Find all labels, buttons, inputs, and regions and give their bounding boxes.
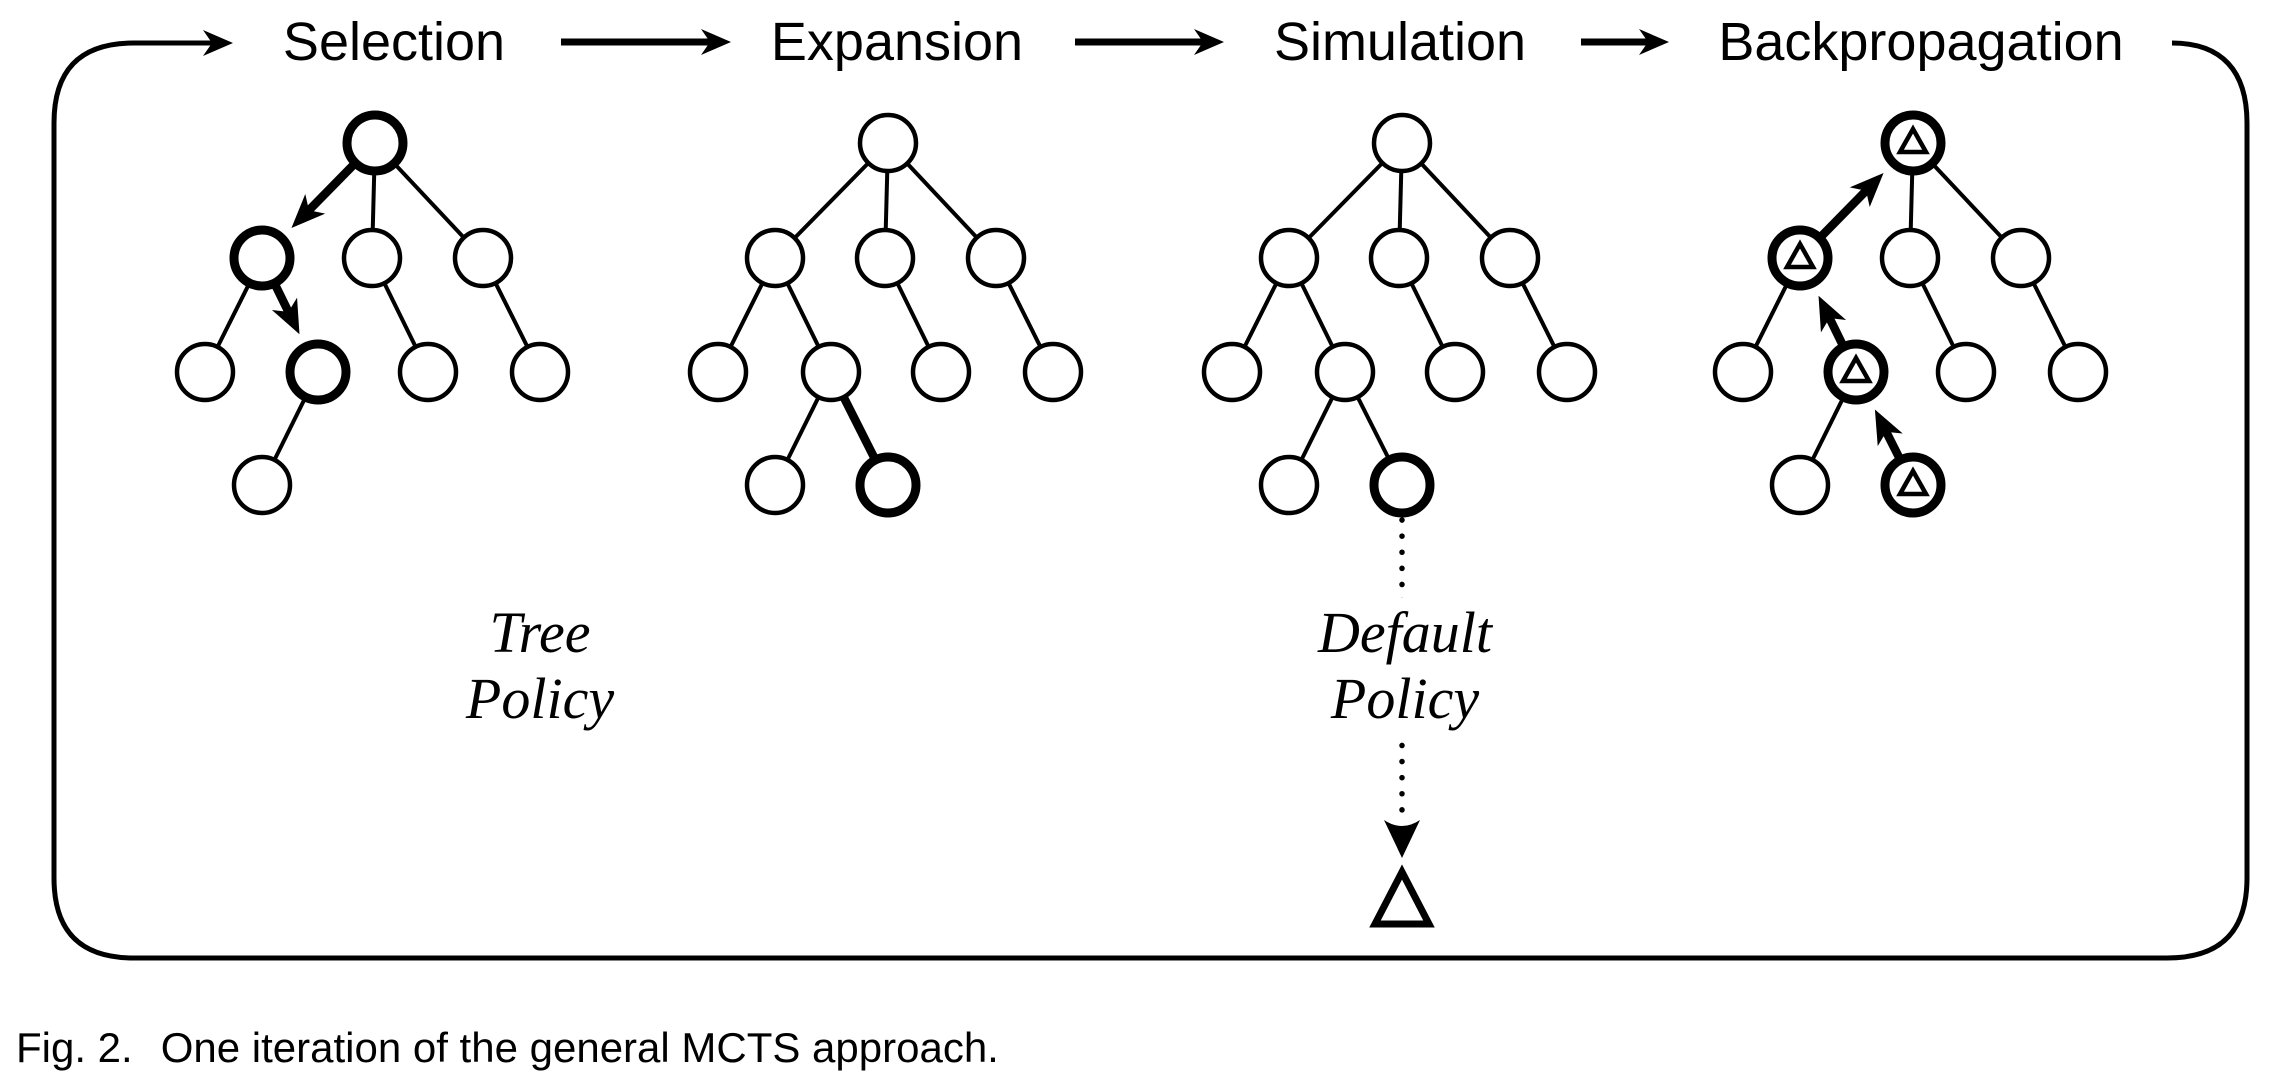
selection-edge-c0-g1-head	[271, 297, 300, 335]
backpropagation-node-h1	[1880, 452, 1946, 518]
loop-border	[51, 40, 2250, 961]
backpropagation-edge-c0-root-head	[1849, 172, 1884, 208]
backpropagation-node-g3	[2047, 341, 2109, 403]
expansion-node-h1	[855, 452, 921, 518]
expansion-node-c0	[744, 227, 806, 289]
expansion-node-g2	[910, 341, 972, 403]
backpropagation-edge-g1-c0	[1825, 316, 1847, 347]
expansion-node-g3	[1022, 341, 1084, 403]
terminal-state-triangle	[1369, 864, 1435, 928]
selection-node-g2	[397, 341, 459, 403]
expansion-node-c1	[854, 227, 916, 289]
expansion-node-c2	[965, 227, 1027, 289]
backpropagation-node-root-triangle-mark	[1896, 124, 1930, 155]
default-policy-line-2: Policy	[1330, 666, 1480, 731]
backpropagation-node-c0	[1767, 225, 1833, 291]
simulation-node-c2	[1479, 227, 1541, 289]
default-policy-line-1: Default	[1318, 600, 1492, 665]
figure-caption-number: Fig. 2.	[16, 1024, 133, 1071]
expansion-node-g1	[800, 341, 862, 403]
tree-policy-line-1: Tree	[489, 600, 591, 665]
phase-label-expansion: Expansion	[770, 12, 1024, 72]
backpropagation-node-h0	[1769, 454, 1831, 516]
selection-node-root	[342, 110, 408, 176]
simulation-node-g2	[1424, 341, 1486, 403]
tree-policy-line-2: Policy	[465, 666, 615, 731]
selection-node-h0	[231, 454, 293, 516]
simulation-node-root	[1371, 112, 1433, 174]
backpropagation-node-g1	[1823, 339, 1889, 405]
simulation-node-h1	[1369, 452, 1435, 518]
selection-edge-c0-g1	[271, 283, 293, 314]
selection-edge-root-c0-head	[291, 193, 326, 229]
backpropagation-edge-g1-c0-head	[1818, 295, 1847, 333]
simulation-node-h0	[1258, 454, 1320, 516]
backpropagation-node-g1-triangle-mark	[1839, 353, 1873, 384]
simulation-node-c0	[1258, 227, 1320, 289]
simulation-node-g1	[1314, 341, 1376, 403]
phase-label-backpropagation: Backpropagation	[1718, 12, 2124, 72]
simulation-node-g3	[1536, 341, 1598, 403]
backpropagation-node-g2	[1935, 341, 1997, 403]
phase-arrow-1-head	[1194, 29, 1224, 55]
backpropagation-node-g0	[1712, 341, 1774, 403]
backpropagation-edge-h1-g1-head	[1874, 409, 1903, 447]
figure-caption-text: One iteration of the general MCTS approa…	[160, 1024, 999, 1071]
selection-node-c2	[452, 227, 514, 289]
selection-node-g1	[285, 339, 351, 405]
backpropagation-node-c0-triangle-mark	[1783, 239, 1817, 270]
selection-node-g0	[174, 341, 236, 403]
figure-caption: Fig. 2. One iteration of the general MCTS…	[16, 1024, 999, 1072]
expansion-node-g0	[687, 341, 749, 403]
selection-node-c1	[341, 227, 403, 289]
phase-arrow-0-head	[701, 29, 731, 55]
simulation-node-c1	[1368, 227, 1430, 289]
backpropagation-edge-h1-g1	[1882, 429, 1904, 461]
simulation-node-g0	[1201, 341, 1263, 403]
backpropagation-edge-c0-root	[1817, 187, 1870, 240]
tree-policy-label: Tree Policy	[451, 598, 629, 734]
default-policy-label: Default Policy	[1304, 598, 1506, 734]
phase-label-selection: Selection	[282, 12, 506, 72]
backpropagation-node-root	[1880, 110, 1946, 176]
phase-label-simulation: Simulation	[1273, 12, 1527, 72]
loop-entry-arrow-head	[203, 30, 233, 56]
backpropagation-node-h1-triangle-mark	[1896, 466, 1930, 497]
selection-node-g3	[509, 341, 571, 403]
phase-arrow-2-head	[1639, 29, 1669, 55]
backpropagation-node-c1	[1879, 227, 1941, 289]
expansion-node-root	[857, 112, 919, 174]
selection-edge-root-c0	[305, 161, 358, 214]
rollout-arrowhead	[1384, 820, 1420, 858]
selection-node-c0	[229, 225, 295, 291]
expansion-node-h0	[744, 454, 806, 516]
backpropagation-node-c2	[1990, 227, 2052, 289]
